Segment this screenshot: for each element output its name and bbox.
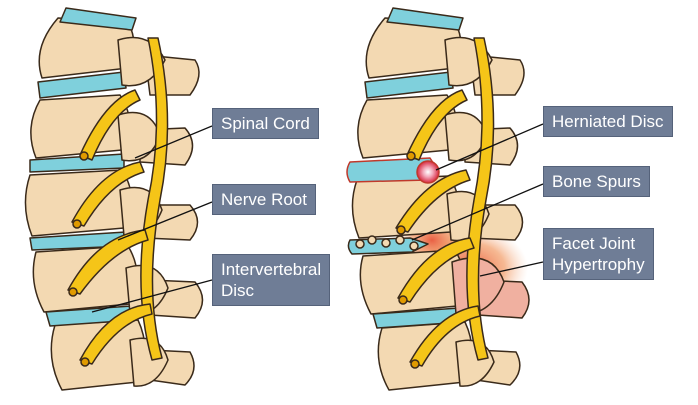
leader-line-nerve-root [117, 201, 213, 241]
degenerated-leader-lines [411, 123, 544, 277]
label-herniated-disc: Herniated Disc [543, 106, 673, 137]
spinal-cord [466, 37, 495, 361]
label-text: Spinal Cord [221, 114, 310, 133]
label-text: Bone Spurs [552, 172, 641, 191]
nerve-root [79, 303, 153, 365]
label-nerve-root: Nerve Root [212, 184, 316, 215]
label-text: Nerve Root [221, 190, 307, 209]
intervertebral-disc [59, 7, 137, 31]
nerve-root [395, 169, 471, 233]
nerve-root-end [68, 287, 78, 297]
leader-line-herniated-disc [435, 123, 544, 171]
label-text: Disc [221, 281, 255, 300]
intervertebral-disc [364, 71, 454, 99]
nerve-root [79, 89, 141, 161]
intervertebral-disc [37, 71, 127, 99]
healthy-spine [24, 7, 204, 391]
vertebral-body [365, 17, 462, 79]
nerve-root [397, 237, 475, 303]
nerve-root-end [406, 151, 416, 161]
nerve-root [71, 161, 145, 227]
nerve-root [406, 89, 468, 161]
leader-line-intervertebral-disc [91, 279, 213, 313]
nerve-root-end [396, 225, 406, 235]
nerve-root-end [72, 219, 82, 229]
label-bone-spurs: Bone Spurs [543, 166, 650, 197]
nerve-root-end [398, 295, 408, 305]
label-intervertebral-disc: Intervertebral Disc [212, 254, 331, 306]
nerve-root-end [80, 357, 90, 367]
label-text: Hypertrophy [552, 255, 645, 274]
healthy-leader-lines [91, 125, 213, 313]
label-facet-joint-hypertrophy: Facet Joint Hypertrophy [543, 228, 654, 280]
nerve-root-end [410, 359, 420, 369]
nerve-root-end [79, 151, 89, 161]
nerve-root [67, 229, 149, 295]
label-spinal-cord: Spinal Cord [212, 108, 319, 139]
label-text: Herniated Disc [552, 112, 664, 131]
degenerated-spine [346, 7, 530, 391]
leader-line-facet-joint [479, 261, 544, 277]
label-text: Intervertebral [221, 260, 322, 279]
leader-line-spinal-cord [134, 125, 213, 159]
hernia-bulge [416, 160, 440, 184]
nerve-root [409, 305, 481, 367]
leader-line-bone-spurs [411, 183, 544, 241]
label-text: Facet Joint [552, 234, 636, 253]
spinal-cord [140, 37, 169, 361]
vertebral-body [38, 17, 135, 79]
intervertebral-disc [386, 7, 464, 31]
